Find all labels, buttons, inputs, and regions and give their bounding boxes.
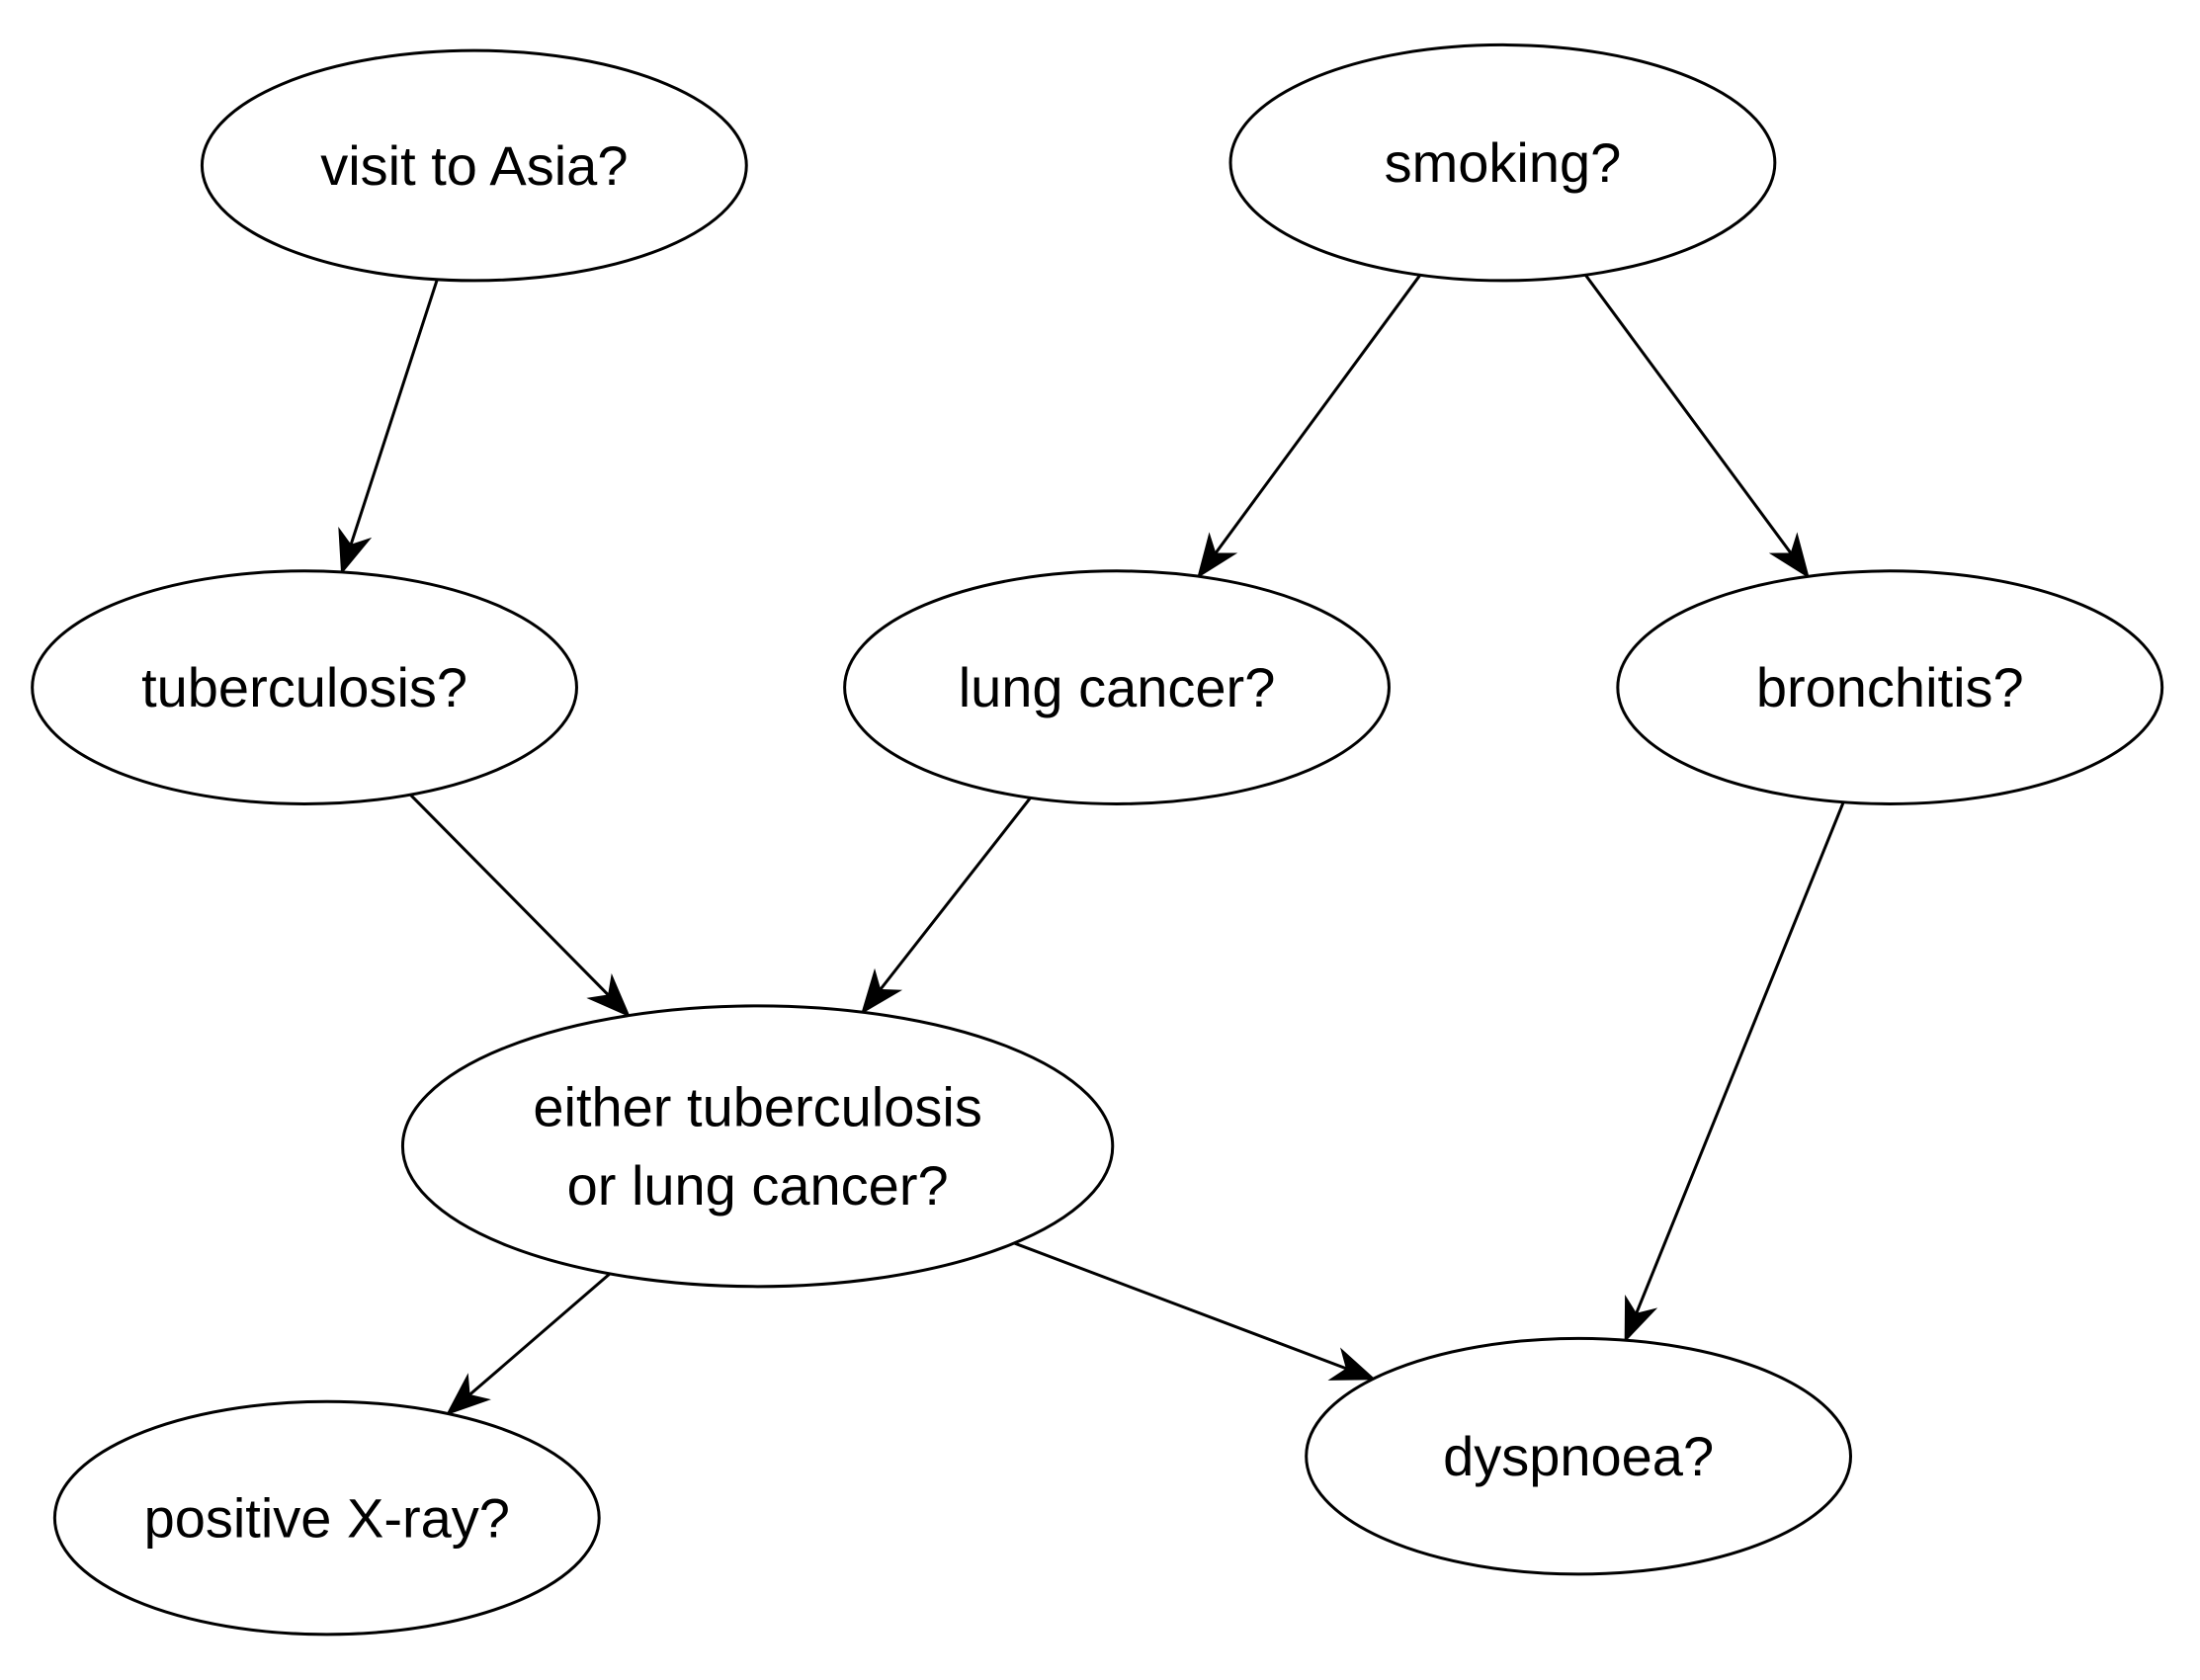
edge-smoking-to-lung-cancer bbox=[1197, 274, 1422, 579]
arrowhead bbox=[586, 972, 631, 1018]
node-ellipse bbox=[400, 1004, 1115, 1289]
node-xray: positive X-ray? bbox=[52, 1399, 601, 1637]
node-dyspnoea: dyspnoea? bbox=[1305, 1336, 1853, 1576]
arrowhead bbox=[1197, 532, 1238, 579]
edges-layer bbox=[338, 274, 1845, 1416]
edge-line bbox=[1013, 1241, 1348, 1371]
node-label: smoking? bbox=[1385, 131, 1622, 194]
edge-line bbox=[1584, 274, 1793, 555]
node-label: either tuberculosis bbox=[533, 1076, 981, 1138]
arrowhead bbox=[338, 526, 373, 575]
edge-line bbox=[1214, 274, 1422, 555]
edge-tuberculosis-to-either bbox=[409, 794, 631, 1018]
node-ellipse bbox=[200, 48, 748, 283]
edge-line bbox=[467, 1272, 612, 1397]
edge-lung-cancer-to-either bbox=[861, 797, 1032, 1015]
arrowhead bbox=[1327, 1347, 1377, 1381]
node-either: either tuberculosis or lung cancer? bbox=[400, 1004, 1115, 1289]
node-label: dyspnoea? bbox=[1443, 1425, 1714, 1487]
node-lung-cancer: lung cancer? bbox=[843, 569, 1391, 805]
edge-either-to-dyspnoea bbox=[1013, 1241, 1377, 1381]
arrowhead bbox=[446, 1373, 491, 1416]
edge-line bbox=[349, 279, 439, 546]
nodes-layer: visit to Asia? smoking? tuberculosis? lung … bbox=[31, 42, 2164, 1637]
node-ellipse bbox=[52, 1399, 601, 1637]
node-label: visit to Asia? bbox=[320, 134, 628, 197]
node-label: or lung cancer? bbox=[567, 1154, 949, 1217]
node-ellipse bbox=[1228, 42, 1777, 283]
edge-line bbox=[409, 794, 611, 997]
node-label: bronchitis? bbox=[1756, 656, 2024, 718]
edge-bronchitis-to-dyspnoea bbox=[1624, 801, 1845, 1343]
arrowhead bbox=[1624, 1294, 1658, 1343]
node-smoking: smoking? bbox=[1228, 42, 1777, 283]
edge-asia-to-tuberculosis bbox=[338, 279, 439, 575]
arrowhead bbox=[861, 967, 903, 1015]
node-label: positive X-ray? bbox=[144, 1487, 510, 1550]
node-label: tuberculosis? bbox=[141, 656, 467, 718]
node-tuberculosis: tuberculosis? bbox=[31, 569, 578, 805]
edge-line bbox=[1634, 801, 1845, 1315]
node-label: lung cancer? bbox=[959, 656, 1276, 718]
node-ellipse bbox=[1616, 569, 2164, 805]
node-ellipse bbox=[31, 569, 578, 805]
node-bronchitis: bronchitis? bbox=[1616, 569, 2164, 805]
node-asia: visit to Asia? bbox=[200, 48, 748, 283]
arrowhead bbox=[1768, 532, 1810, 579]
edge-smoking-to-bronchitis bbox=[1584, 274, 1810, 579]
node-ellipse bbox=[843, 569, 1391, 805]
node-ellipse bbox=[1305, 1336, 1853, 1576]
edge-either-to-xray bbox=[446, 1272, 612, 1416]
edge-line bbox=[879, 797, 1032, 991]
